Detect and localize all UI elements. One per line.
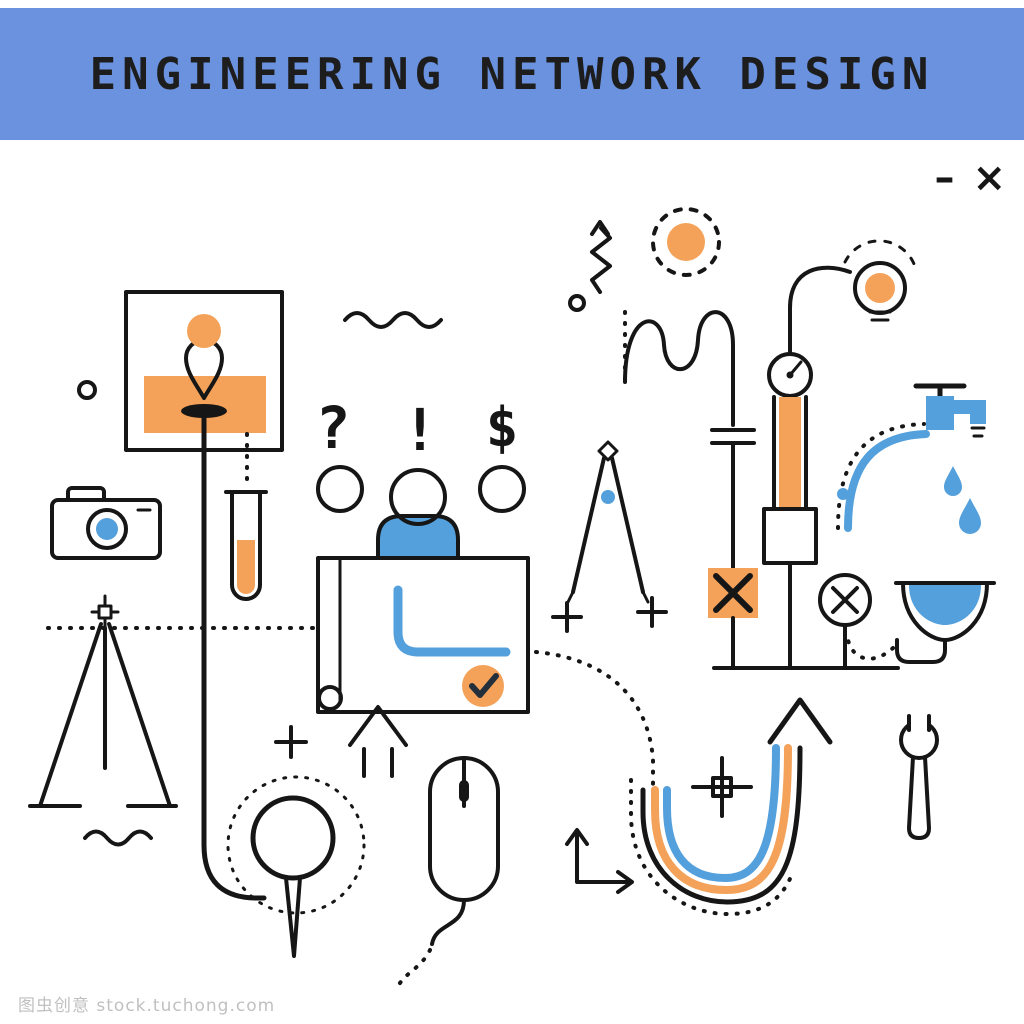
blueprint-icon	[316, 556, 530, 714]
wave-line-icons	[83, 311, 443, 847]
wrench-icon	[899, 712, 939, 840]
camera-icon	[50, 486, 162, 560]
corner-arrows-icon	[565, 828, 634, 894]
crosshair-icon	[691, 756, 753, 818]
page-title: ENGINEERING NETWORK DESIGN	[89, 48, 935, 100]
circuit-wave-line	[623, 310, 756, 570]
question-mark: ?	[316, 394, 364, 513]
watermark: 图虫创意 stock.tuchong.com	[18, 996, 276, 1016]
small-circle-dot	[77, 380, 97, 400]
dollar-sign: $	[478, 396, 526, 513]
up-arrow-icon	[348, 705, 408, 778]
title-banner: ENGINEERING NETWORK DESIGN	[0, 8, 1024, 140]
blocked-valve-icon	[818, 573, 872, 670]
exclamation-mark: !	[403, 396, 438, 464]
check-badge	[462, 665, 504, 707]
svg-text:!: !	[403, 396, 438, 464]
gauge-icon	[767, 352, 813, 398]
tripod-icon	[28, 594, 316, 808]
svg-text:?: ?	[316, 394, 351, 462]
sun-icon	[651, 207, 721, 277]
test-tube-icon	[224, 490, 268, 601]
water-drop-icons	[944, 466, 981, 534]
svg-text:$: $	[486, 396, 519, 459]
magnifier-icon	[226, 775, 366, 958]
faucet-icon	[836, 383, 986, 532]
compass-divider-icon	[551, 440, 668, 633]
light-bulb-icon	[788, 239, 918, 354]
zigzag-arrow-icon	[568, 220, 627, 384]
check-icon	[469, 673, 499, 698]
minimize-icon[interactable]: –	[934, 155, 955, 201]
plus-sign-small	[274, 725, 308, 759]
person-icon	[376, 468, 460, 560]
mouse-icon	[394, 756, 500, 992]
close-icon[interactable]: ×	[972, 155, 1006, 201]
pipe-column	[772, 395, 808, 511]
window-controls: – ×	[934, 158, 1006, 198]
dotted-connector	[534, 650, 655, 800]
sink-icon	[846, 581, 996, 664]
flow-channel-arrow	[629, 697, 833, 916]
lightning-box-icon	[762, 507, 818, 668]
x-box-icon	[708, 568, 758, 668]
